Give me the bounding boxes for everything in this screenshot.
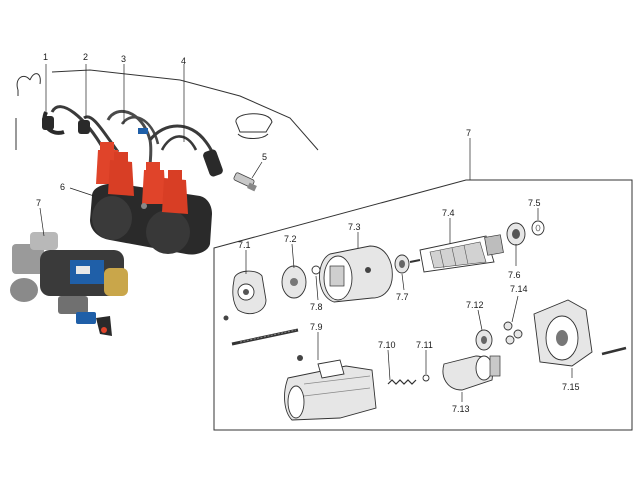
callout-7-15: 7.15 bbox=[562, 382, 580, 392]
part-7-2-bearing-plate bbox=[281, 265, 307, 299]
through-bolt bbox=[231, 328, 299, 346]
callout-1: 1 bbox=[43, 52, 48, 62]
exploded-view-frame bbox=[213, 179, 633, 431]
callout-7-1: 7.1 bbox=[238, 240, 251, 250]
ignition-leads bbox=[42, 105, 223, 177]
part-7-11-ball bbox=[422, 374, 430, 382]
callout-labels: 1 2 3 4 5 6 7 7 7.1 7.2 7.3 7.4 7.5 7.6 … bbox=[36, 52, 580, 414]
callout-7-9: 7.9 bbox=[310, 322, 323, 332]
part-7-7-bush bbox=[394, 254, 410, 274]
starter-motor-photo bbox=[10, 232, 128, 336]
callout-7-photo: 7 bbox=[36, 198, 41, 208]
part-7-10-spring bbox=[387, 379, 417, 385]
vehicle-outline bbox=[15, 69, 319, 151]
callout-5: 5 bbox=[262, 152, 267, 162]
part-7-4-armature bbox=[409, 234, 504, 273]
callout-7-13: 7.13 bbox=[452, 404, 470, 414]
callout-7-2: 7.2 bbox=[284, 234, 297, 244]
part-7-3-field-frame bbox=[319, 245, 393, 303]
part-7-14-planet-gears bbox=[503, 321, 523, 345]
part-7-6-bearing bbox=[506, 222, 526, 246]
callout-7-3: 7.3 bbox=[348, 222, 361, 232]
mounting-bolt bbox=[601, 346, 627, 356]
callout-7-10: 7.10 bbox=[378, 340, 396, 350]
part-7-15-nose-housing bbox=[533, 299, 593, 367]
part-7-8-ring bbox=[311, 265, 321, 275]
callout-7-6: 7.6 bbox=[508, 270, 521, 280]
spark-plug bbox=[233, 172, 257, 192]
part-7-5-washer bbox=[531, 220, 545, 236]
callout-3: 3 bbox=[121, 54, 126, 64]
callout-4: 4 bbox=[181, 56, 186, 66]
callout-7-4: 7.4 bbox=[442, 208, 455, 218]
callout-2: 2 bbox=[83, 52, 88, 62]
callout-7-7: 7.7 bbox=[396, 292, 409, 302]
callout-7-12: 7.12 bbox=[466, 300, 484, 310]
callout-7-box: 7 bbox=[466, 128, 471, 138]
callout-7-11: 7.11 bbox=[416, 340, 433, 350]
callout-7-5: 7.5 bbox=[528, 198, 541, 208]
leader-lines bbox=[39, 64, 573, 402]
callout-6: 6 bbox=[60, 182, 65, 192]
callout-7-8: 7.8 bbox=[310, 302, 323, 312]
part-7-9-solenoid-housing bbox=[284, 355, 377, 421]
ignition-coil-pack bbox=[90, 142, 212, 255]
part-7-13-drive-pinion bbox=[442, 355, 501, 391]
callout-7-14: 7.14 bbox=[510, 284, 528, 294]
part-7-1-drive-housing bbox=[223, 270, 267, 321]
part-7-12-collar bbox=[475, 329, 493, 351]
